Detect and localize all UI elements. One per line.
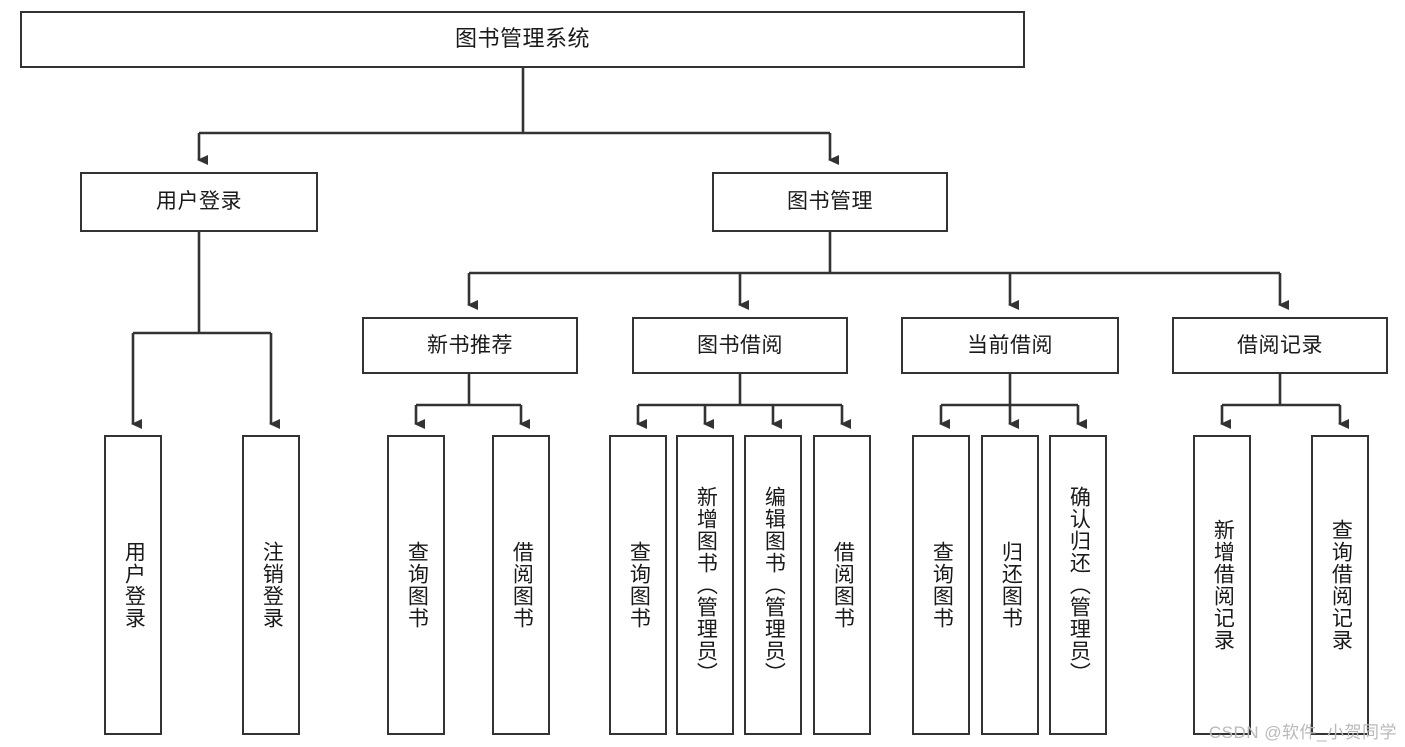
node-leaf-query-record[interactable]: 查询借阅记录	[1311, 435, 1369, 735]
node-leaf-borrow-book-1[interactable]: 借阅图书	[492, 435, 550, 735]
node-leaf-query-book-2[interactable]: 查询图书	[609, 435, 667, 735]
node-label: 确认归还（管理员）	[1067, 486, 1091, 684]
node-leaf-borrow-book-2[interactable]: 借阅图书	[813, 435, 871, 735]
node-label: 注销登录	[260, 541, 284, 629]
node-leaf-user-logout[interactable]: 注销登录	[242, 435, 300, 735]
node-leaf-return-book[interactable]: 归还图书	[981, 435, 1039, 735]
node-leaf-query-book-1[interactable]: 查询图书	[387, 435, 445, 735]
node-current-borrow[interactable]: 当前借阅	[901, 317, 1119, 374]
node-label: 归还图书	[999, 541, 1023, 629]
node-leaf-confirm-return[interactable]: 确认归还（管理员）	[1049, 435, 1107, 735]
node-label: 用户登录	[122, 541, 146, 629]
node-leaf-user-login[interactable]: 用户登录	[104, 435, 162, 735]
node-book-borrow[interactable]: 图书借阅	[632, 317, 848, 374]
node-label: 新增借阅记录	[1211, 519, 1235, 651]
node-borrow-record[interactable]: 借阅记录	[1172, 317, 1388, 374]
node-user-login[interactable]: 用户登录	[80, 172, 318, 232]
node-leaf-query-book-3[interactable]: 查询图书	[912, 435, 970, 735]
node-leaf-edit-book[interactable]: 编辑图书（管理员）	[744, 435, 802, 735]
node-label: 查询图书	[405, 541, 429, 629]
node-leaf-add-record[interactable]: 新增借阅记录	[1193, 435, 1251, 735]
node-leaf-add-book[interactable]: 新增图书（管理员）	[676, 435, 734, 735]
node-label: 借阅图书	[831, 541, 855, 629]
node-new-book-recommend[interactable]: 新书推荐	[362, 317, 578, 374]
node-label: 新增图书（管理员）	[694, 486, 718, 684]
node-book-manage[interactable]: 图书管理	[712, 172, 948, 232]
node-label: 查询图书	[930, 541, 954, 629]
node-label: 查询图书	[627, 541, 651, 629]
node-root-system[interactable]: 图书管理系统	[20, 11, 1025, 68]
node-label: 借阅图书	[510, 541, 534, 629]
csdn-watermark: CSDN @软件_小贺同学	[1208, 723, 1397, 742]
node-label: 编辑图书（管理员）	[762, 486, 786, 684]
node-label: 查询借阅记录	[1329, 519, 1353, 651]
